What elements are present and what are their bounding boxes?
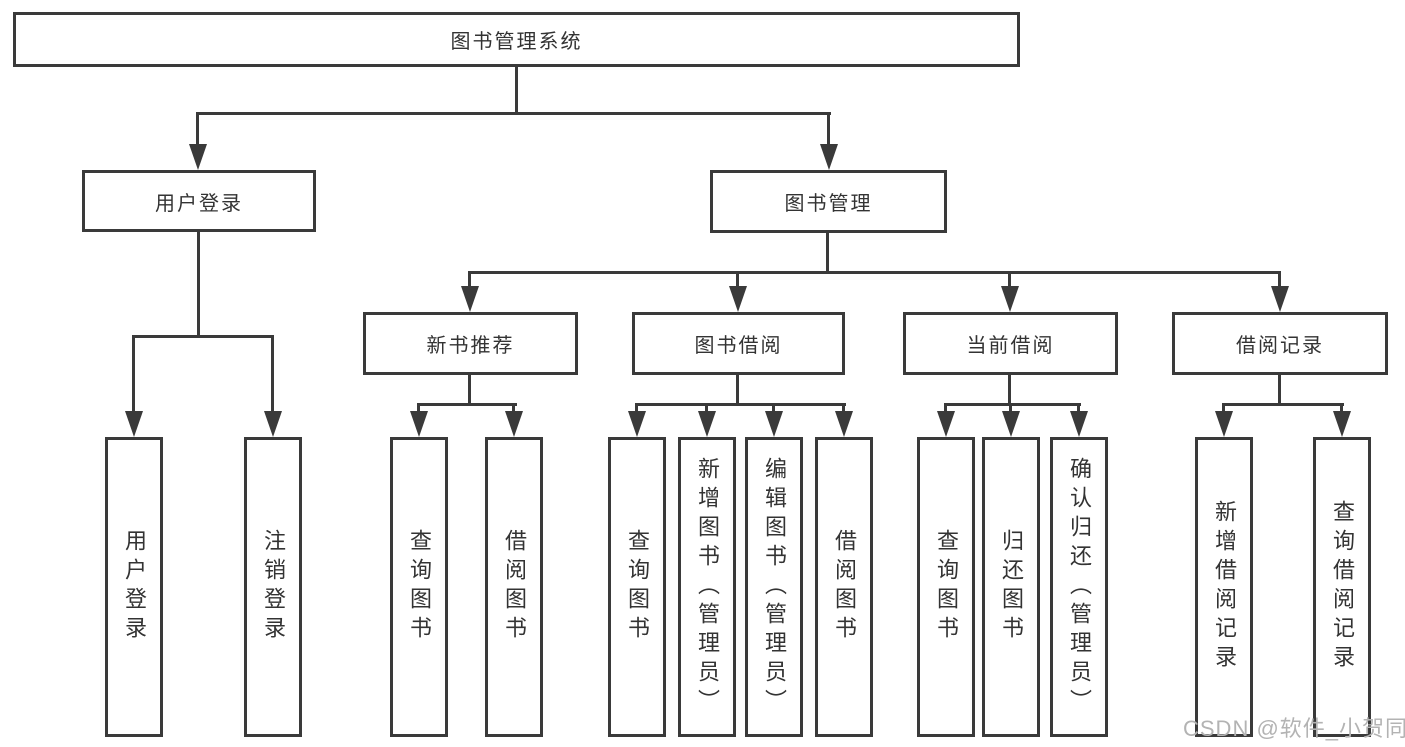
node-label: 借阅记录 <box>1236 335 1324 357</box>
leaf-query-books-current: 查询图书 <box>917 437 975 737</box>
leaf-label: 查询借阅记录 <box>1330 500 1355 674</box>
leaf-label: 查询图书 <box>625 529 650 645</box>
arrowhead-icon <box>189 144 207 170</box>
connector-line <box>736 271 739 288</box>
node-label: 新书推荐 <box>426 335 515 357</box>
leaf-label: 确认归还（管理员） <box>1067 456 1092 718</box>
connector-line <box>1077 403 1080 413</box>
leaf-borrow-books-borrowing: 借阅图书 <box>815 437 873 737</box>
connector-line <box>705 403 708 413</box>
connector-line <box>132 335 135 413</box>
connector-line <box>515 67 518 112</box>
connector-line <box>1340 403 1343 413</box>
arrowhead-icon <box>835 411 853 437</box>
connector-line <box>1008 271 1011 288</box>
connector-line <box>826 233 829 271</box>
connector-line <box>512 403 515 413</box>
leaf-label: 借阅图书 <box>832 529 857 645</box>
connector-line <box>196 112 199 146</box>
node-label: 当前借阅 <box>966 335 1055 357</box>
arrowhead-icon <box>698 411 716 437</box>
connector-line <box>271 335 274 413</box>
node-label: 图书管理系统 <box>450 31 583 53</box>
leaf-confirm-return-admin: 确认归还（管理员） <box>1050 437 1108 737</box>
leaf-edit-books-admin: 编辑图书（管理员） <box>745 437 803 737</box>
node-borrowing-records: 借阅记录 <box>1172 312 1388 375</box>
node-book-borrowing: 图书借阅 <box>632 312 845 375</box>
arrowhead-icon <box>505 411 523 437</box>
leaf-label: 编辑图书（管理员） <box>762 456 787 718</box>
connector-line <box>417 403 517 406</box>
arrowhead-icon <box>1333 411 1351 437</box>
arrowhead-icon <box>1002 411 1020 437</box>
node-current-borrowing: 当前借阅 <box>903 312 1118 375</box>
arrowhead-icon <box>820 144 838 170</box>
watermark: CSDN @软件_小贺同学 <box>1183 716 1405 741</box>
connector-line <box>468 271 1281 274</box>
leaf-return-books: 归还图书 <box>982 437 1040 737</box>
node-library-system: 图书管理系统 <box>13 12 1020 67</box>
leaf-label: 用户登录 <box>122 529 147 645</box>
connector-line <box>736 375 739 403</box>
connector-line <box>196 112 831 115</box>
leaf-query-books-borrowing: 查询图书 <box>608 437 666 737</box>
connector-line <box>1222 403 1225 413</box>
arrowhead-icon <box>461 286 479 312</box>
node-book-management: 图书管理 <box>710 170 947 233</box>
arrowhead-icon <box>125 411 143 437</box>
leaf-label: 新增图书（管理员） <box>695 456 720 718</box>
connector-line <box>468 271 471 288</box>
node-user-login: 用户登录 <box>82 170 316 232</box>
leaf-label: 新增借阅记录 <box>1212 500 1237 674</box>
connector-line <box>772 403 775 413</box>
connector-line <box>1009 403 1012 413</box>
leaf-label: 借阅图书 <box>502 529 527 645</box>
arrowhead-icon <box>1271 286 1289 312</box>
leaf-query-books-recommend: 查询图书 <box>390 437 448 737</box>
connector-line <box>132 335 274 338</box>
connector-line <box>944 403 1081 406</box>
leaf-add-borrow-record: 新增借阅记录 <box>1195 437 1253 737</box>
leaf-label: 查询图书 <box>934 529 959 645</box>
connector-line <box>1222 403 1344 406</box>
arrowhead-icon <box>410 411 428 437</box>
leaf-borrow-books-recommend: 借阅图书 <box>485 437 543 737</box>
connector-line <box>635 403 846 406</box>
connector-line <box>1278 271 1281 288</box>
leaf-label: 归还图书 <box>999 529 1024 645</box>
connector-line <box>842 403 845 413</box>
connector-line <box>944 403 947 413</box>
arrowhead-icon <box>765 411 783 437</box>
connector-line <box>468 375 471 403</box>
leaf-logout: 注销登录 <box>244 437 302 737</box>
leaf-add-books-admin: 新增图书（管理员） <box>678 437 736 737</box>
leaf-label: 查询图书 <box>407 529 432 645</box>
arrowhead-icon <box>937 411 955 437</box>
connector-line <box>197 232 200 336</box>
connector-line <box>635 403 638 413</box>
arrowhead-icon <box>264 411 282 437</box>
arrowhead-icon <box>1215 411 1233 437</box>
connector-line <box>1278 375 1281 403</box>
leaf-user-login: 用户登录 <box>105 437 163 737</box>
node-new-book-recommendation: 新书推荐 <box>363 312 578 375</box>
arrowhead-icon <box>729 286 747 312</box>
leaf-query-borrow-record: 查询借阅记录 <box>1313 437 1371 737</box>
connector-line <box>827 112 830 146</box>
arrowhead-icon <box>628 411 646 437</box>
arrowhead-icon <box>1001 286 1019 312</box>
connector-line <box>1008 375 1011 403</box>
leaf-label: 注销登录 <box>261 529 286 645</box>
arrowhead-icon <box>1070 411 1088 437</box>
connector-line <box>417 403 420 413</box>
node-label: 图书借阅 <box>694 335 783 357</box>
node-label: 图书管理 <box>784 193 873 215</box>
node-label: 用户登录 <box>155 192 243 215</box>
